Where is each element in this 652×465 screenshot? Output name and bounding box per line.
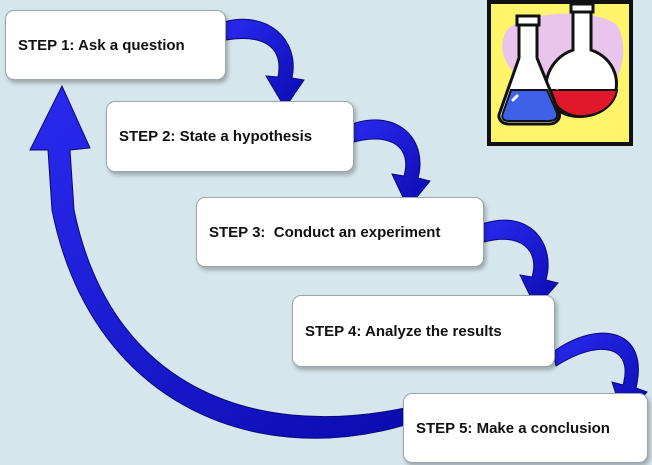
step-4-box: STEP 4: Analyze the results [292,295,555,367]
step-1-box: STEP 1: Ask a question [5,10,226,80]
connector-arrow-2 [351,119,431,209]
connector-arrow-1 [223,18,305,109]
step-4-label: STEP 4: Analyze the results [305,322,502,340]
step-3-box: STEP 3: Conduct an experiment [196,197,484,267]
step-5-box: STEP 5: Make a conclusion [403,393,648,463]
step-5-label: STEP 5: Make a conclusion [416,419,610,437]
step-2-box: STEP 2: State a hypothesis [106,101,354,172]
step-2-label: STEP 2: State a hypothesis [119,128,313,145]
return-arrow [29,84,406,439]
lab-flasks-icon [487,0,633,146]
step-3-label: STEP 3: Conduct an experiment [209,223,441,241]
step-1-label: STEP 1: Ask a question [18,36,185,54]
